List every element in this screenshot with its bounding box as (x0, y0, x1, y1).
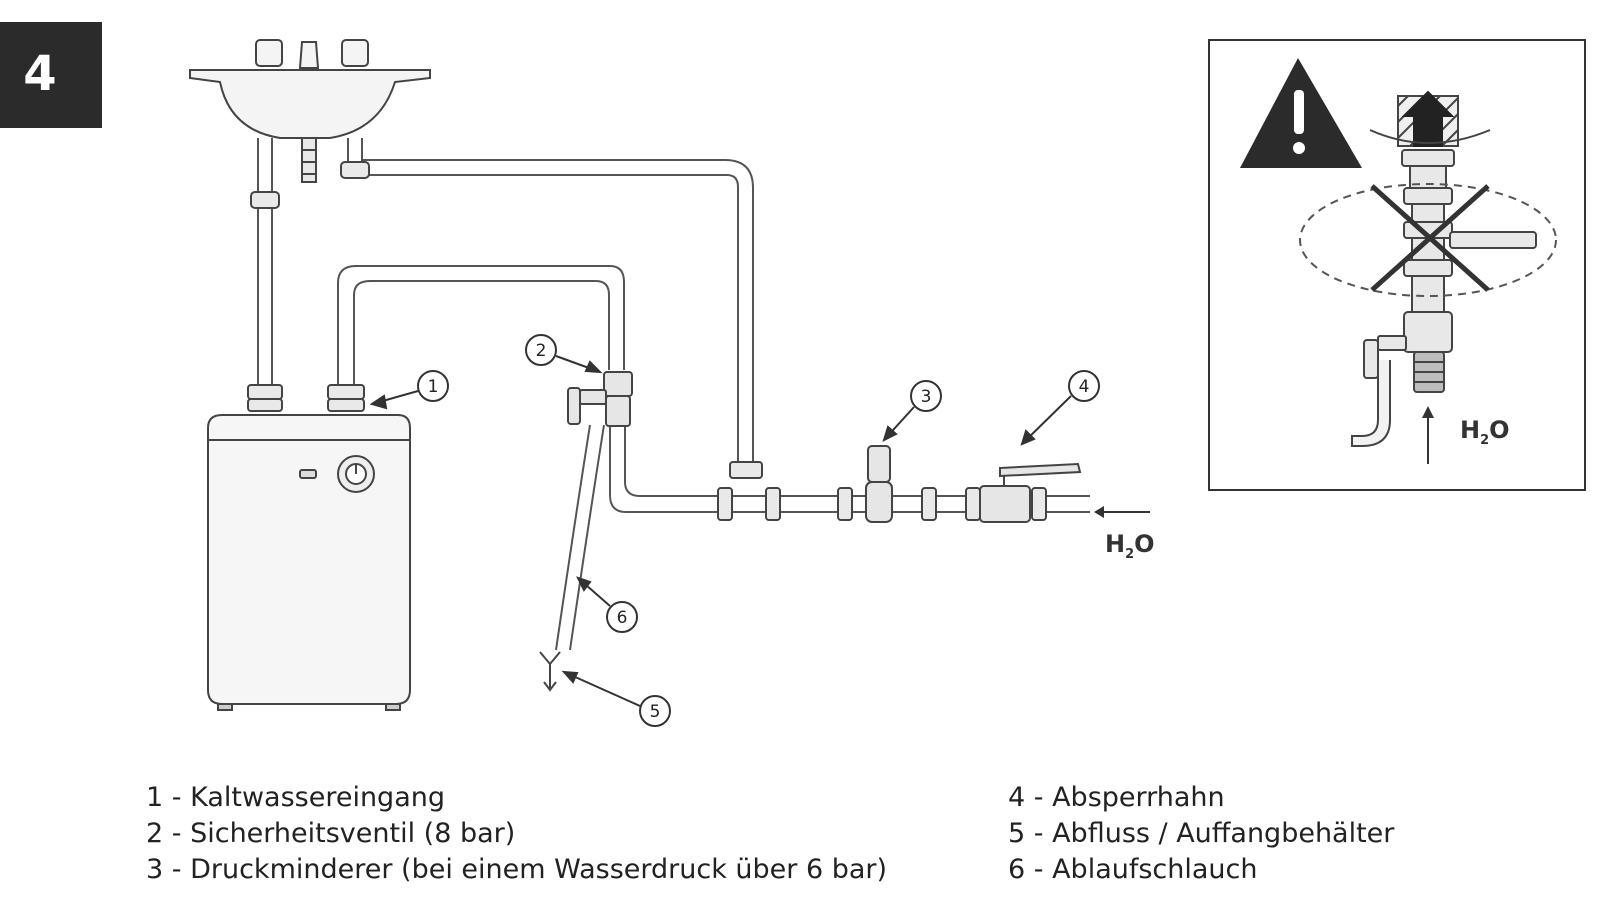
callout-1-label: 1 (428, 377, 439, 397)
callout-5-circle (639, 695, 671, 727)
legend-left: 1 - Kaltwassereingang 2 - Sicherheitsven… (146, 780, 887, 888)
legend-item-4: 4 - Absperrhahn (1008, 782, 1225, 813)
callout-5-label: 5 (650, 702, 661, 722)
water-label-h: H (1105, 530, 1125, 558)
water-inflow-indicator: H2O (1094, 506, 1155, 562)
pipework (257, 138, 1090, 513)
inset-water-inflow: H2O (1422, 406, 1510, 464)
inset-water-label-o: O (1489, 416, 1509, 444)
safety-valve (567, 371, 633, 427)
callout-1-circle (417, 370, 449, 402)
inset-warning-box: H2O (1208, 39, 1586, 491)
callout-numbers: 1 2 3 4 5 6 (428, 341, 1090, 722)
inset-water-label: H2O (1460, 416, 1510, 448)
callout-3-label: 3 (921, 387, 932, 407)
callout-2-label: 2 (536, 341, 547, 361)
water-label-o: O (1134, 530, 1154, 558)
callout-4-label: 4 (1079, 377, 1090, 397)
pressure-reducer (865, 445, 893, 523)
legend-item-6: 6 - Ablaufschlauch (1008, 854, 1258, 885)
legend-item-2: 2 - Sicherheitsventil (8 bar) (146, 818, 516, 849)
callout-2-circle (525, 334, 557, 366)
shutoff-valve (979, 462, 1082, 523)
step-badge: 4 (0, 22, 102, 128)
drain-hose (555, 424, 605, 651)
inset-safety-valve (1351, 311, 1453, 447)
step-number: 4 (23, 46, 56, 102)
callout-4-circle (1068, 370, 1100, 402)
callouts (369, 334, 1100, 727)
warning-triangle-icon (1240, 58, 1362, 168)
drain-funnel (539, 651, 561, 692)
water-label: H2O (1105, 530, 1155, 562)
legend-right: 4 - Absperrhahn 5 - Abfluss / Auffangbeh… (1008, 780, 1394, 888)
pipe-fittings (247, 161, 1047, 521)
callout-3-circle (910, 380, 942, 412)
legend-item-3: 3 - Druckminderer (bei einem Wasserdruck… (146, 854, 888, 885)
callout-6-label: 6 (617, 608, 628, 628)
outlet-pipe (1369, 90, 1491, 147)
callout-6-circle (606, 601, 638, 633)
inset-water-label-h: H (1460, 416, 1480, 444)
sink-washbasin (189, 39, 431, 183)
forbidden-cross-icon (1370, 184, 1490, 292)
forbidden-zone-ellipse (1299, 183, 1557, 297)
legend-item-1: 1 - Kaltwassereingang (146, 782, 445, 813)
water-heater-tank (207, 414, 411, 711)
inset-water-label-sub: 2 (1480, 433, 1489, 448)
legend-item-5: 5 - Abfluss / Auffangbehälter (1008, 818, 1395, 849)
water-label-sub: 2 (1125, 547, 1134, 562)
